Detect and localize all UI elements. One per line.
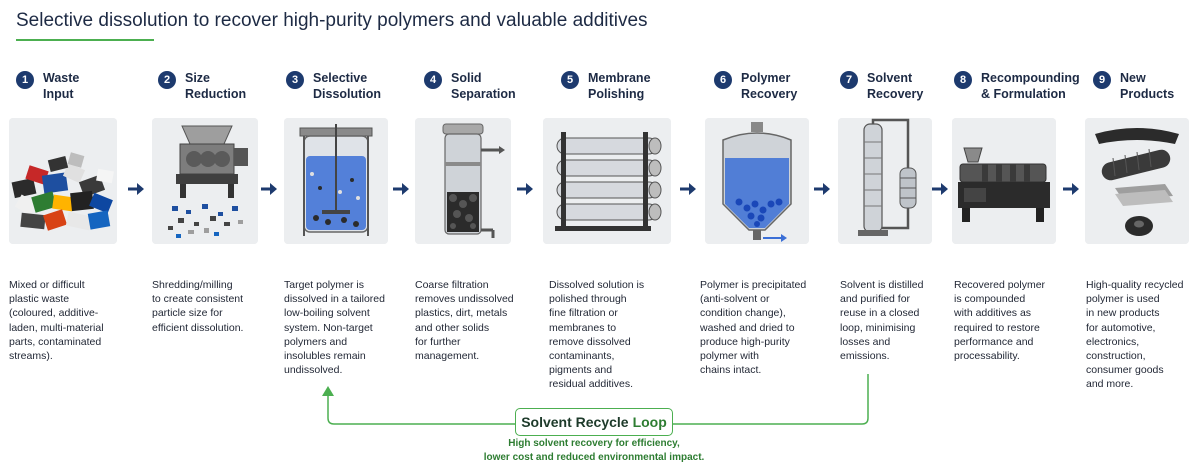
flow-arrow-icon — [260, 180, 278, 198]
membrane-modules-illustration — [543, 118, 671, 244]
distillation-column-illustration — [838, 118, 932, 244]
flow-arrow-icon — [931, 180, 949, 198]
precipitation-vessel-illustration — [705, 118, 809, 244]
shredder-illustration — [152, 118, 258, 244]
flow-arrow-icon — [516, 180, 534, 198]
step-title: Recompounding& Formulation — [981, 71, 1080, 101]
step-number-badge: 3 — [286, 71, 304, 89]
step-recompounding: 8 Recompounding& Formulation Recovered p… — [950, 70, 1080, 400]
dissolution-vessel-illustration — [284, 118, 388, 244]
step-number-badge: 4 — [424, 71, 442, 89]
flow-arrow-icon — [392, 180, 410, 198]
flow-arrow-icon — [813, 180, 831, 198]
page-title: Selective dissolution to recover high-pu… — [16, 10, 648, 31]
flow-arrow-icon — [679, 180, 697, 198]
filtration-column-illustration — [415, 118, 511, 244]
step-number-badge: 2 — [158, 71, 176, 89]
step-number-badge: 1 — [16, 71, 34, 89]
products-illustration — [1085, 118, 1189, 244]
flow-arrow-icon — [1062, 180, 1080, 198]
waste-pile-illustration — [9, 118, 117, 244]
step-number-badge: 6 — [714, 71, 732, 89]
solvent-recycle-note: High solvent recovery for efficiency,low… — [483, 438, 705, 463]
title-underline — [16, 39, 154, 41]
step-number-badge: 9 — [1093, 71, 1111, 89]
flow-arrow-icon — [127, 180, 145, 198]
step-number-badge: 5 — [561, 71, 579, 89]
step-header: 8 Recompounding& Formulation — [954, 70, 1080, 102]
extruder-illustration — [952, 118, 1056, 244]
step-number-badge: 8 — [954, 71, 972, 89]
step-number-badge: 7 — [840, 71, 858, 89]
